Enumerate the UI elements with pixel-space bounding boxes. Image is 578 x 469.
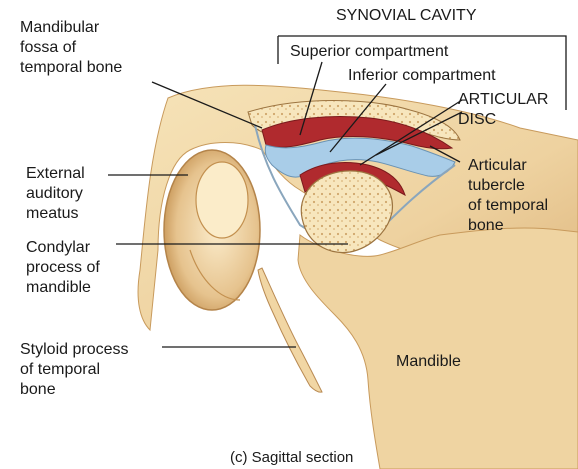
mandibular-condyle	[301, 171, 392, 253]
inferior-compartment-label: Inferior compartment	[348, 66, 496, 86]
ear-canal-inner	[196, 162, 248, 238]
caption: (c) Sagittal section	[230, 448, 353, 468]
styloid-process-label: Styloid process of temporal bone	[20, 340, 129, 400]
synovial-cavity-label: SYNOVIAL CAVITY	[336, 6, 476, 26]
external-auditory-meatus-label: External auditory meatus	[26, 164, 85, 224]
articular-tubercle-label: Articular tubercle of temporal bone	[468, 156, 548, 236]
condylar-process-label: Condylar process of mandible	[26, 238, 100, 298]
superior-compartment-label: Superior compartment	[290, 42, 448, 62]
mandible-label: Mandible	[396, 352, 461, 372]
mandible-ramus	[298, 228, 578, 469]
mandibular-fossa-label: Mandibular fossa of temporal bone	[20, 18, 122, 78]
articular-disc-label: ARTICULAR DISC	[458, 90, 548, 130]
